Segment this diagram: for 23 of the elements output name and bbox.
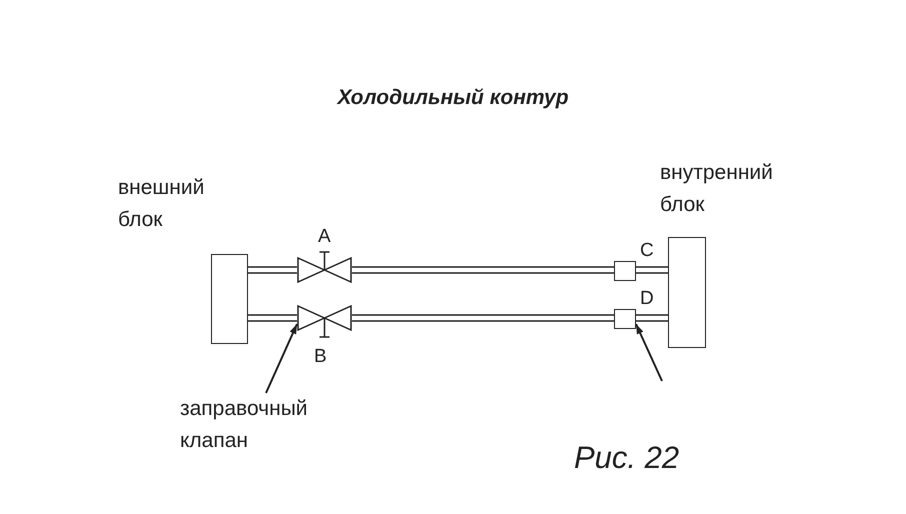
figure-number: Рис. 22 — [574, 440, 680, 476]
unit-label: внешний блок — [118, 175, 206, 233]
port-letter: D — [640, 288, 654, 310]
refrigerant-pipe — [635, 314, 669, 322]
valve-symbol — [297, 305, 352, 338]
port-letter: C — [640, 240, 654, 262]
pointer-arrow — [635, 324, 663, 382]
unit-label: внутренний блок — [660, 160, 774, 218]
port-letter: A — [318, 226, 331, 248]
refrigerant-pipe — [351, 314, 615, 322]
refrigerant-pipe — [351, 266, 615, 274]
port-letter: B — [314, 346, 327, 368]
unit-box — [668, 237, 706, 348]
valve-symbol — [297, 251, 352, 284]
diagram-title: Холодильный контур — [336, 86, 570, 110]
valve-caption: заправочный клапан — [180, 396, 309, 454]
unit-box — [211, 254, 248, 344]
fitting-box — [614, 309, 636, 329]
refrigerant-pipe — [247, 266, 298, 274]
fitting-box — [614, 261, 636, 281]
refrigerant-pipe — [635, 266, 669, 274]
refrigerant-pipe — [247, 314, 298, 322]
pointer-arrow — [265, 324, 298, 394]
